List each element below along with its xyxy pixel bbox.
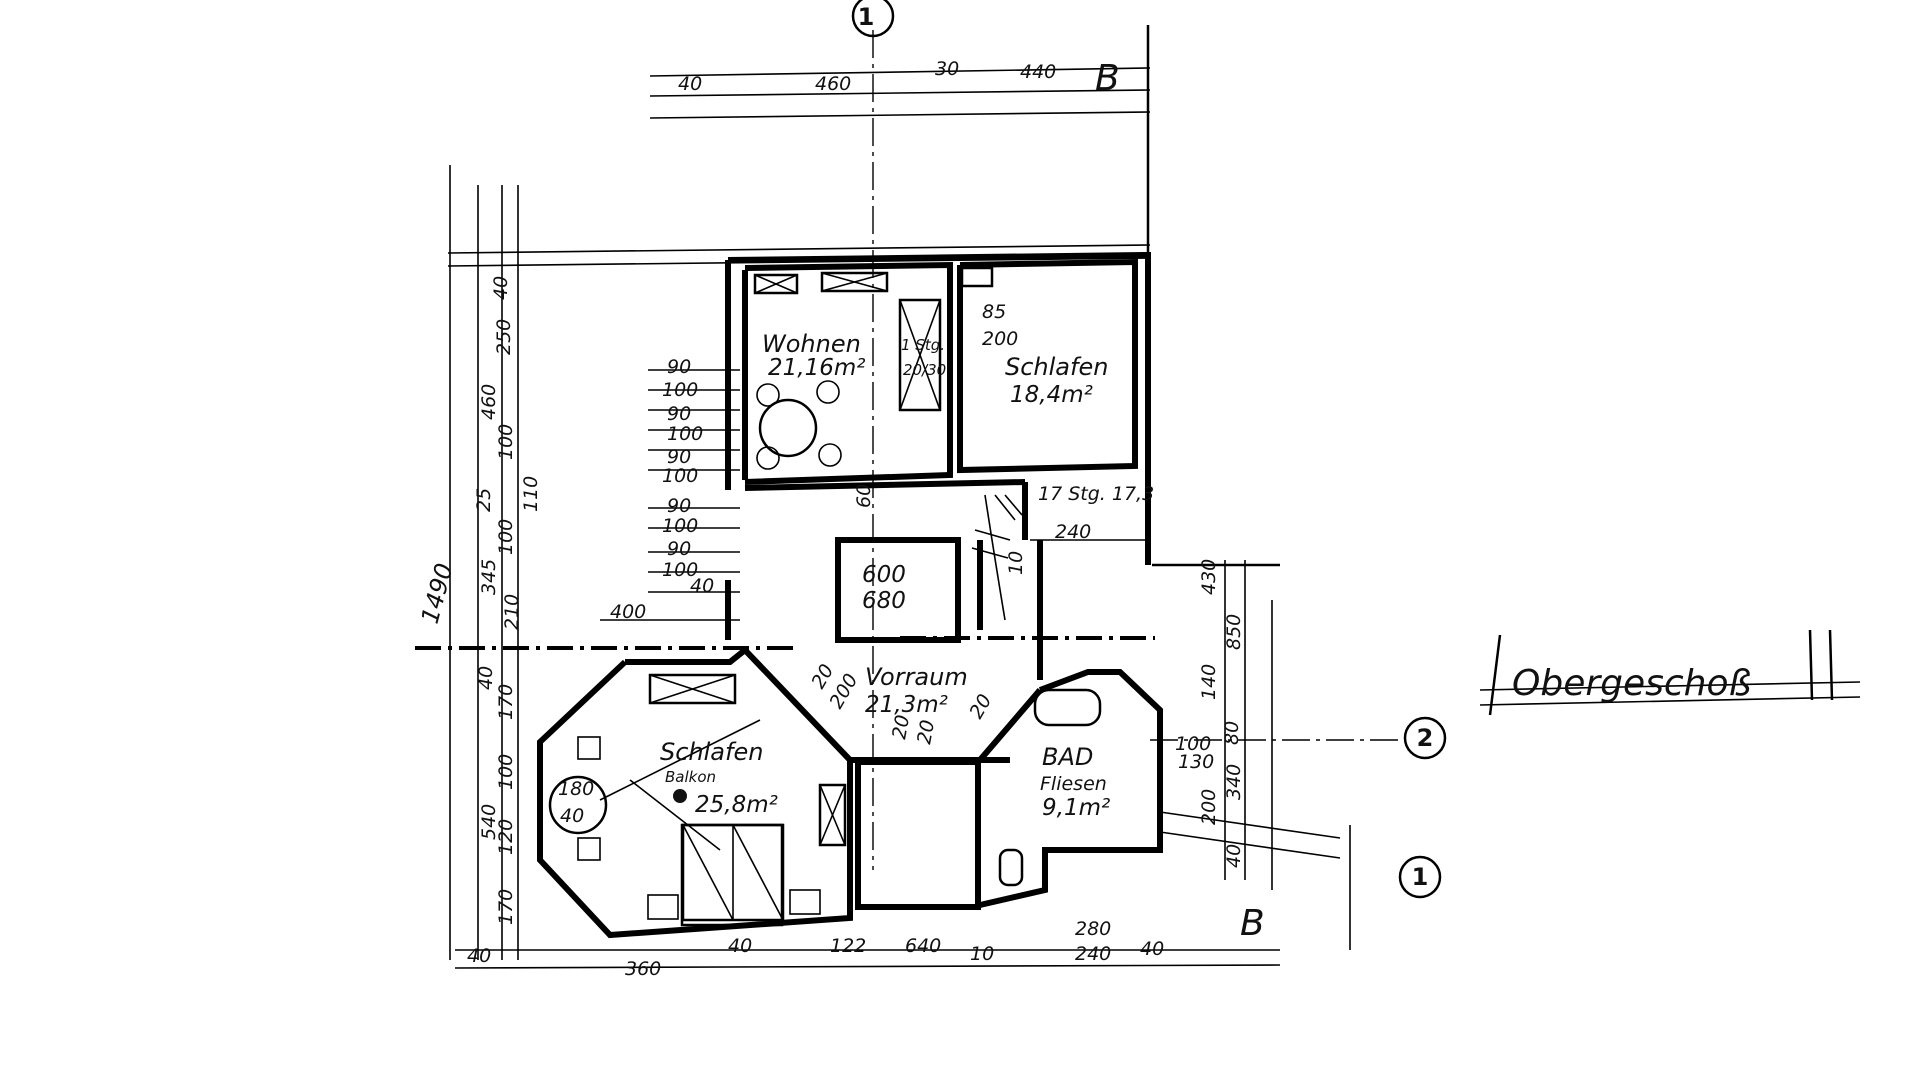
room-bad-sub: Fliesen [1040, 773, 1107, 795]
stair-void-a: 600 [862, 562, 906, 588]
dim-left-outer-9: 1490 [416, 560, 459, 626]
dim-left-outer-5: 110 [520, 476, 542, 512]
dim-misc-0: 400 [610, 601, 646, 623]
dim-right-5: 100 [1175, 733, 1211, 755]
stair-width: 240 [1055, 521, 1091, 543]
dim-bottom-4: 640 [905, 935, 941, 957]
walls [537, 251, 1163, 939]
window-dims: 90 100 90 100 90 100 90 100 90 100 40 [662, 356, 714, 597]
dim-bottom-8: 40 [1140, 938, 1164, 960]
dim-bottom-1: 360 [625, 958, 661, 980]
dim-left-outer-8: 210 [501, 594, 523, 630]
dim-lower-left-2: 100 [495, 754, 517, 790]
dim-window-9: 100 [662, 559, 698, 581]
wardrobe-a: 1 Stg. [901, 336, 945, 354]
dim-left-outer-4: 25 [473, 488, 495, 512]
drawing-title: Obergeschoß [1512, 663, 1751, 704]
room-schlafen-ne-area: 18,4m² [1010, 382, 1093, 408]
misc-dims: 400 180 40 20 200 20 20 20 10 60 [558, 484, 1027, 827]
dim-left-outer-1: 250 [493, 319, 515, 355]
dim-right-8: 40 [1223, 844, 1245, 868]
dim-lower-left-3: 540 [478, 804, 500, 840]
dim-window-6: 90 [667, 495, 691, 517]
dim-right-4: 130 [1178, 751, 1214, 773]
dim-top-2: 30 [935, 58, 959, 80]
dim-bottom-2: 40 [728, 935, 752, 957]
axis-bubbles [851, 0, 1447, 899]
room-schlafen-sw-sub: Balkon [665, 768, 716, 786]
dim-window-2: 90 [667, 403, 691, 425]
dim-top-0: 40 [678, 73, 702, 95]
dim-misc-9: 60 [853, 484, 875, 508]
dim-left-outer-0: 40 [490, 276, 512, 300]
dim-misc-6: 20 [913, 718, 939, 746]
dim-bottom-0: 40 [467, 945, 491, 967]
fixtures [548, 266, 1102, 927]
dim-lower-left-4: 120 [495, 819, 517, 855]
room-wohnen-area: 21,16m² [768, 355, 865, 381]
dim-window-1: 100 [662, 379, 698, 401]
room-wohnen-name: Wohnen [762, 330, 861, 358]
section-b-top: B [1095, 58, 1120, 99]
dim-right-6: 340 [1223, 764, 1245, 800]
dim-window-0: 90 [667, 356, 691, 378]
dim-bottom-7: 240 [1075, 943, 1111, 965]
room-schlafen-ne-name: Schlafen [1005, 353, 1108, 381]
room-schlafen-ne-door-h: 200 [982, 328, 1018, 350]
stair-note: 17 Stg. 17,3 [1038, 483, 1154, 505]
dim-left-outer-3: 100 [495, 424, 517, 460]
dim-window-3: 100 [667, 423, 703, 445]
title-frame [1488, 629, 1834, 716]
dim-window-4: 90 [667, 446, 691, 468]
room-schlafen-sw-area: 25,8m² [695, 792, 778, 818]
dimension-lines [447, 67, 1861, 969]
wardrobe-b: 20/30 [903, 361, 946, 379]
dim-right-7: 200 [1198, 789, 1220, 825]
axis-1-bottom-label: 1 [1412, 863, 1429, 891]
bottom-dims: 40 360 40 122 640 10 280 240 40 [467, 918, 1164, 980]
dim-window-7: 100 [662, 515, 698, 537]
room-vorraum-name: Vorraum [865, 663, 968, 691]
left-outer-dims: 40 250 460 100 25 110 100 345 210 1490 [416, 276, 542, 630]
dim-window-5: 100 [662, 465, 698, 487]
section-b-bottom: B [1240, 903, 1265, 944]
room-schlafen-sw-name: Schlafen [660, 738, 763, 766]
dim-right-1: 850 [1223, 614, 1245, 650]
dim-misc-7: 20 [965, 691, 996, 723]
dim-lower-left-1: 170 [495, 684, 517, 720]
dim-window-10: 40 [690, 575, 714, 597]
dim-misc-2: 40 [560, 805, 584, 827]
dim-top-3: 440 [1020, 61, 1056, 83]
dim-bottom-3: 122 [830, 935, 866, 957]
dim-right-2: 140 [1198, 664, 1220, 700]
stair-void-b: 680 [862, 588, 906, 614]
dim-lower-left-5: 170 [495, 889, 517, 925]
lower-left-dims: 40 170 100 540 120 170 [475, 666, 517, 925]
dim-misc-1: 180 [558, 778, 594, 800]
dim-top-1: 460 [815, 73, 851, 95]
right-dims: 430 850 140 80 130 100 340 200 40 [1175, 559, 1245, 868]
dim-misc-8: 10 [1005, 551, 1027, 575]
dim-right-0: 430 [1198, 559, 1220, 595]
axis-2-label: 2 [1417, 724, 1434, 752]
room-bad-name: BAD [1042, 743, 1093, 771]
dim-left-outer-7: 345 [478, 559, 500, 595]
room-bad-area: 9,1m² [1042, 795, 1110, 821]
dim-bottom-6: 280 [1075, 918, 1111, 940]
dim-left-outer-2: 460 [478, 384, 500, 420]
dim-left-outer-6: 100 [495, 519, 517, 555]
room-schlafen-ne-door-w: 85 [982, 301, 1006, 323]
dim-right-3: 80 [1221, 721, 1243, 745]
dim-lower-left-0: 40 [475, 666, 497, 690]
dim-bottom-5: 10 [970, 943, 994, 965]
axis-1-top-label: 1 [858, 3, 875, 31]
dim-window-8: 90 [667, 538, 691, 560]
dim-misc-5: 20 [888, 713, 914, 741]
room-vorraum-area: 21,3m² [865, 692, 948, 718]
